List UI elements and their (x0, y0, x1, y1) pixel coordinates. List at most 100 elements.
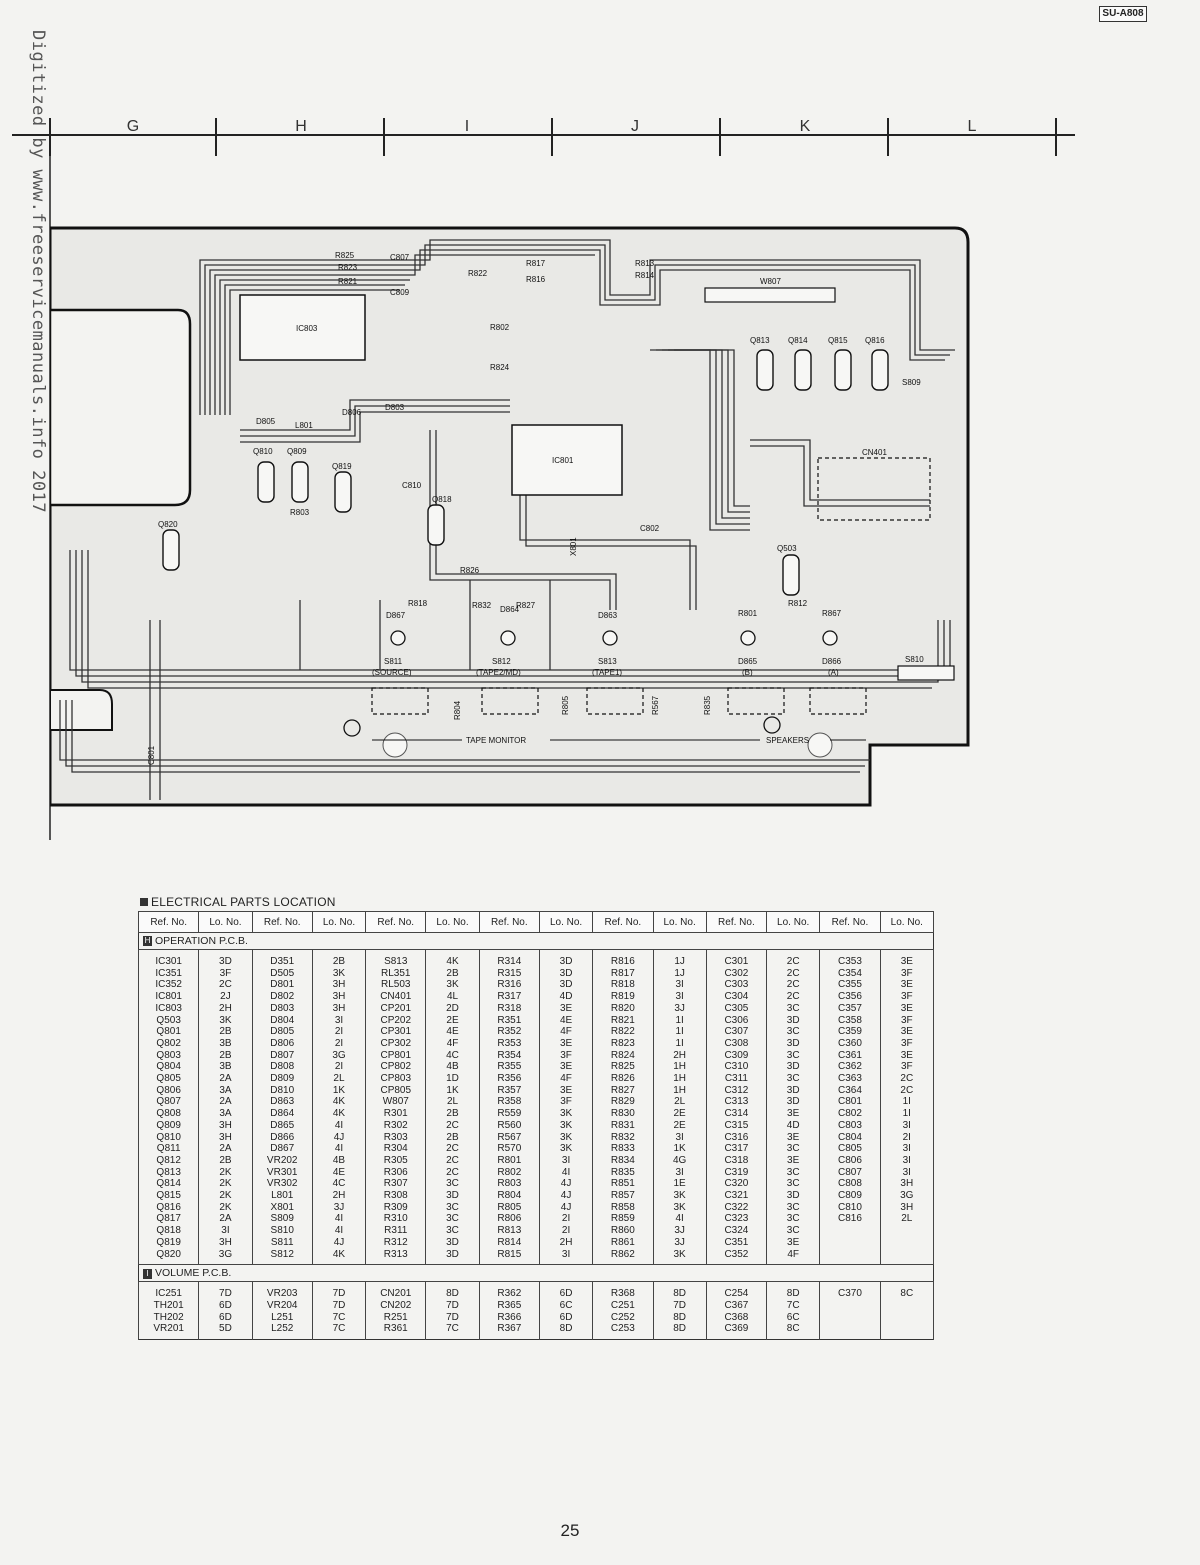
ref-no-cell: C254 (724, 1288, 749, 1300)
pcb-label-q818: Q818 (432, 495, 452, 504)
ref-no-cell: R806 (497, 1213, 522, 1225)
pcb-label-r801: R818 (408, 599, 428, 608)
ref-no-cell: C312 (724, 1084, 749, 1096)
lo-no-cell: 1I (675, 1026, 684, 1038)
lo-no-cell: 2C (219, 979, 232, 991)
operation-pcb-diagram: IC803 IC801 W807 Q810 Q809 Q819 Q818 Q82… (50, 200, 970, 820)
lo-no-cell: 3C (446, 1225, 459, 1237)
ref-no-cell: C303 (724, 979, 749, 991)
ref-no-cell: R821 (610, 1014, 635, 1026)
ref-no-cell: D810 (270, 1084, 295, 1096)
lo-no-cell: 3K (673, 1248, 686, 1260)
model-number: SU-A808 (1099, 6, 1147, 22)
ref-no-cell: Q809 (156, 1119, 181, 1131)
lo-no-cell: 3H (219, 1131, 232, 1143)
pcb-label-r816: R814 (635, 271, 655, 280)
ref-no-cell: R861 (610, 1236, 635, 1248)
lo-no-cell: 2L (333, 1073, 345, 1085)
lo-no-cell: 2K (219, 1178, 232, 1190)
pcb-label-tape2md-switch: (TAPE2/MD) (476, 668, 521, 677)
lo-no-cell: 1H (673, 1084, 687, 1096)
ref-no-cell: Q815 (156, 1190, 181, 1202)
pcb-label-r826: R823 (338, 263, 358, 272)
ref-no-cell: R357 (497, 1084, 522, 1096)
lo-no-cell: 3F (900, 967, 913, 979)
grid-ruler: G H I J K L (0, 118, 1200, 158)
ref-no-cell: TH202 (153, 1311, 184, 1323)
lo-no-cell: 7D (446, 1311, 459, 1323)
pcb-label-r827: R825 (335, 251, 355, 260)
pcb-label-s809: S811 (384, 657, 403, 666)
lo-no-cell: 2I (334, 1026, 344, 1038)
lo-no-cell: 7C (446, 1323, 459, 1335)
lo-no-cell: 3I (675, 991, 684, 1003)
ref-no-cell: R824 (610, 1049, 635, 1061)
ref-no-cell: R830 (610, 1108, 635, 1120)
ref-no-cell: C368 (724, 1311, 749, 1323)
lo-no-cell: 2I (561, 1225, 571, 1237)
column-label-g: G (126, 118, 140, 135)
pcb-label-l801: D805 (256, 417, 276, 426)
column-label-k: K (799, 118, 811, 135)
lo-no-cell: 2K (219, 1166, 232, 1178)
ref-no-cell: R832 (610, 1131, 635, 1143)
lo-no-cell: 6D (219, 1311, 232, 1323)
lo-no-cell: 3H (900, 1178, 914, 1190)
pcb-label-d806: D803 (385, 403, 405, 412)
ref-no-cell: CP803 (380, 1073, 412, 1085)
pcb-label-r822: R816 (526, 275, 546, 284)
lo-no-cell: 7D (219, 1288, 232, 1300)
lo-no-cell: 7D (673, 1299, 687, 1311)
bullet-square-icon (140, 898, 148, 906)
lo-no-cell: 3E (787, 1108, 800, 1120)
pcb-label-r835: C801 (147, 745, 156, 765)
pcb-label-r867: R812 (788, 599, 808, 608)
pcb-label-r567: X801 (569, 537, 578, 556)
lo-no-cell: 1H (673, 1061, 687, 1073)
lo-no-cell: 3D (786, 1084, 800, 1096)
ref-no-cell: R304 (383, 1143, 408, 1155)
ref-no-cell: R316 (497, 979, 522, 991)
pcb-label-tape1-switch: (TAPE1) (592, 668, 622, 677)
ref-no-cell: S812 (270, 1248, 294, 1260)
lo-no-cell: 3E (787, 1236, 800, 1248)
ref-no-cell: R834 (610, 1154, 635, 1166)
lo-no-cell: 3G (900, 1190, 914, 1202)
ref-no-cell: CP302 (380, 1037, 412, 1049)
ref-no-cell: C306 (724, 1014, 749, 1026)
lo-no-cell: 2I (561, 1213, 571, 1225)
ref-no-cell: R312 (383, 1236, 408, 1248)
lo-no-cell: 3C (786, 1049, 800, 1061)
ref-no-cell: Q814 (156, 1178, 181, 1190)
lo-no-cell: 3C (786, 1178, 800, 1190)
ref-no-cell: R314 (497, 956, 522, 967)
lo-no-cell: 4B (332, 1154, 346, 1166)
pcb-label-w807: S809 (902, 378, 921, 387)
lo-no-cell: 3I (675, 1131, 684, 1143)
lo-no-cell: 3H (219, 1119, 232, 1131)
lo-no-cell: 3E (787, 1154, 800, 1166)
header-lo-no: Lo. No. (766, 911, 821, 933)
lo-no-cell: 1J (674, 956, 685, 967)
parts-location-title: ELECTRICAL PARTS LOCATION (140, 895, 936, 909)
ref-no-cell: R831 (610, 1119, 635, 1131)
ref-no-cell: C309 (724, 1049, 749, 1061)
pcb-artwork: IC803 IC801 W807 Q810 Q809 Q819 Q818 Q82… (50, 226, 970, 807)
lo-no-cell: 4K (332, 1248, 346, 1260)
lo-no-cell: 6C (786, 1311, 800, 1323)
lo-no-cell: 3D (219, 956, 232, 967)
lo-no-cell: 3I (334, 1014, 344, 1026)
lo-no-cell: 4J (560, 1190, 572, 1202)
lo-no-cell: 2A (219, 1096, 232, 1108)
ref-no-cell: R570 (497, 1143, 522, 1155)
lo-no-cell: 2B (219, 1154, 232, 1166)
lo-no-cell: 4B (446, 1061, 459, 1073)
ref-no-cell: D801 (270, 979, 295, 991)
ref-no-cell: L251 (271, 1311, 294, 1323)
lo-no-cell: 6D (559, 1311, 573, 1323)
ref-no-cell: R858 (610, 1201, 635, 1213)
